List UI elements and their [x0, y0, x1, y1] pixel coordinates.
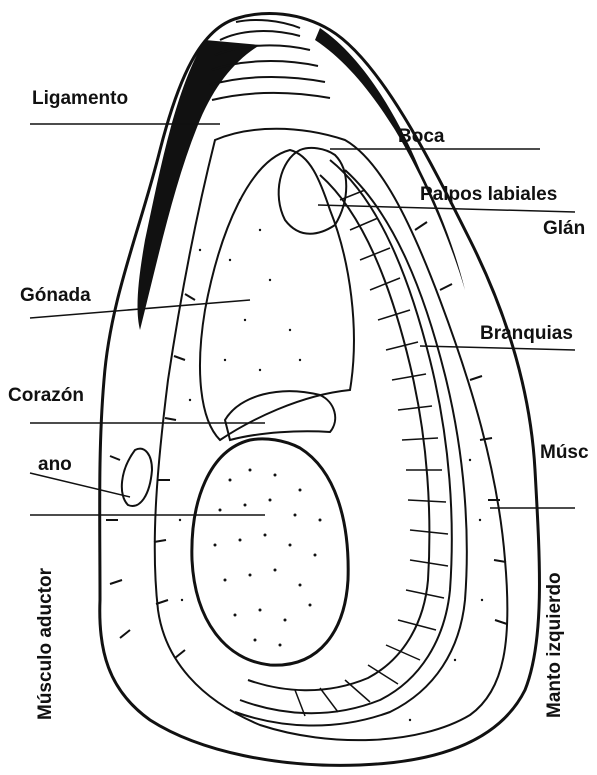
label-musculo-right: Músc [540, 443, 589, 462]
leader-palpos [318, 205, 575, 212]
mantle-fringe [106, 222, 507, 658]
hinge-dark-band [138, 40, 260, 330]
mantle-line [155, 129, 508, 740]
anus-region [122, 449, 152, 506]
label-palpos-labiales: Palpos labiales [420, 185, 557, 204]
shell-outline [100, 14, 540, 766]
gonad [200, 150, 354, 440]
adductor-muscle [192, 439, 348, 665]
label-ano: ano [38, 455, 72, 474]
label-corazon: Corazón [8, 386, 84, 405]
label-ligamento: Ligamento [32, 89, 128, 108]
label-manto-izquierdo: Manto izquierdo [545, 572, 564, 718]
gills [235, 160, 467, 726]
label-glandula: Glán [543, 219, 585, 238]
leader-ano [30, 473, 130, 497]
label-gonada: Gónada [20, 286, 91, 305]
label-boca: Boca [398, 127, 444, 146]
label-branquias: Branquias [480, 324, 573, 343]
label-musculo-aductor: Músculo aductor [36, 568, 55, 720]
leader-branquias [420, 346, 575, 350]
heart [225, 391, 335, 440]
adductor-texture [214, 469, 322, 647]
